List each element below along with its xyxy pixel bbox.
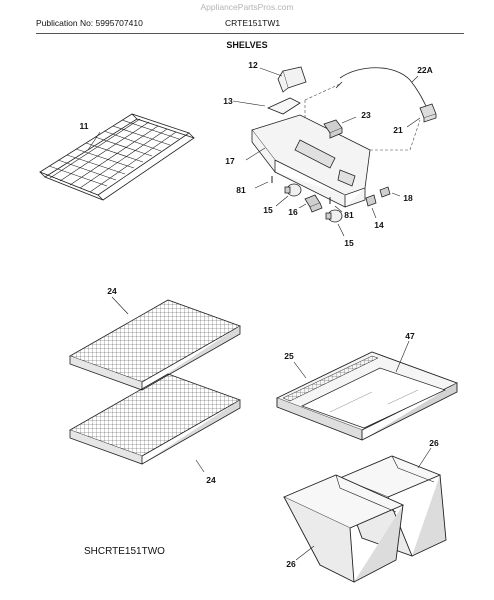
crisper-drawer-26-front[interactable] — [282, 474, 405, 583]
leader-14 — [371, 207, 377, 219]
leader-47 — [395, 340, 410, 373]
leader-22a — [411, 75, 419, 83]
callout-25: 25 — [284, 351, 294, 361]
callout-15-left: 15 — [263, 205, 273, 215]
callout-14: 14 — [374, 220, 384, 230]
callout-12: 12 — [248, 60, 258, 70]
callout-17: 17 — [225, 156, 235, 166]
part-17-light-housing[interactable] — [251, 114, 371, 208]
section-title: SHELVES — [226, 40, 268, 50]
header-rule — [36, 33, 464, 34]
publication-number: Publication No: 5995707410 — [36, 18, 143, 28]
socket-16[interactable] — [304, 194, 323, 213]
model-number: CRTE151TW1 — [225, 18, 281, 28]
part-12-cover[interactable] — [277, 66, 307, 93]
part-23-switch[interactable] — [323, 119, 343, 139]
grid-shelf-24-upper[interactable] — [69, 299, 241, 391]
callout-23: 23 — [361, 110, 371, 120]
callout-26-bottom: 26 — [286, 559, 296, 569]
leader-81-left — [254, 181, 269, 189]
wire-shelf-11[interactable] — [39, 113, 195, 201]
leader-16 — [298, 203, 307, 209]
callout-47: 47 — [405, 331, 415, 341]
bulb-15-right[interactable] — [325, 209, 343, 223]
callout-81-left: 81 — [236, 185, 246, 195]
glass-insert-47[interactable] — [301, 367, 446, 429]
leader-12 — [259, 67, 283, 77]
callout-16: 16 — [288, 207, 298, 217]
leader-21 — [406, 117, 421, 128]
callout-13: 13 — [223, 96, 233, 106]
leader-15-right — [337, 223, 345, 237]
callout-18: 18 — [403, 193, 413, 203]
leader-24-bottom — [195, 459, 205, 473]
leader-25 — [293, 361, 307, 379]
bulb-15-left[interactable] — [284, 183, 302, 197]
leader-26-bottom — [295, 545, 315, 561]
callout-26-top: 26 — [429, 438, 439, 448]
callout-24-top: 24 — [107, 286, 117, 296]
part-21-connector[interactable] — [419, 103, 437, 123]
callout-81-right: 81 — [344, 210, 354, 220]
part-14[interactable] — [365, 194, 377, 207]
leader-26-top — [417, 447, 432, 469]
callout-21: 21 — [393, 125, 403, 135]
dashed-connector-a — [304, 83, 341, 120]
callout-22a: 22A — [417, 65, 433, 75]
part-13-bracket[interactable] — [266, 97, 301, 115]
callout-11: 11 — [80, 121, 89, 131]
leader-23 — [341, 116, 357, 124]
leader-13 — [232, 100, 266, 107]
leader-24-top — [111, 296, 129, 315]
grid-shelf-24-lower[interactable] — [69, 373, 241, 465]
part-18[interactable] — [379, 186, 391, 198]
callout-15-right: 15 — [344, 238, 354, 248]
part-22a-wire-harness[interactable] — [335, 67, 427, 107]
watermark: AppliancePartsPros.com — [200, 2, 294, 12]
leader-15-left — [275, 195, 289, 207]
leader-17 — [245, 147, 266, 161]
leader-81-right — [334, 205, 343, 213]
callout-24-bottom: 24 — [206, 475, 216, 485]
dashed-connector-b — [370, 119, 421, 151]
leader-18 — [391, 192, 401, 197]
leader-11 — [87, 131, 101, 151]
diagram-code: SHCRTE151TWO — [84, 546, 165, 557]
